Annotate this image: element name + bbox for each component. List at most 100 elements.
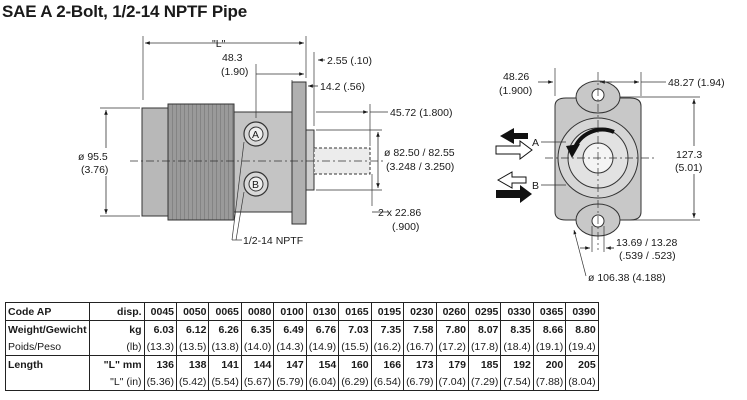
- weight-lb-cell: (13.5): [175, 338, 210, 356]
- weight-kg-cell: 8.80: [565, 320, 599, 338]
- dim-127-3: 127.3: [676, 149, 702, 161]
- length-mm-cell: 192: [500, 355, 534, 373]
- weight-lb-cell: (17.2): [435, 338, 469, 356]
- flow-a-label: A: [532, 137, 539, 149]
- weight-kg-cell: 6.12: [175, 320, 210, 338]
- weight-kg-cell: 6.26: [208, 320, 242, 338]
- housing-cap: [141, 107, 169, 217]
- code-cell: 0295: [467, 302, 502, 321]
- length-in-cell: (6.04): [305, 373, 340, 391]
- table-row-codes: Code AP disp. 0045 0050 0065 0080 0100 0…: [5, 302, 599, 321]
- code-cell: 0230: [403, 302, 437, 321]
- flow-out-b-icon: [496, 185, 532, 203]
- code-cell: 0390: [565, 302, 599, 321]
- dim-95-5-in: (3.76): [81, 164, 108, 176]
- table-row-length-mm: Length "L" mm 136 138 141 144 147 154 16…: [5, 355, 599, 373]
- length-in-cell: (5.67): [240, 373, 275, 391]
- pilot: [305, 129, 315, 191]
- length-mm-cell: 147: [273, 355, 307, 373]
- disp-label: disp.: [88, 302, 145, 321]
- code-cell: 0165: [338, 302, 372, 321]
- length-in-cell: (7.29): [467, 373, 502, 391]
- weight-kg-cell: 7.58: [403, 320, 437, 338]
- poids-unit: (lb): [88, 338, 145, 356]
- table-row-weight-kg: Weight/Gewicht kg 6.03 6.12 6.26 6.35 6.…: [5, 320, 599, 338]
- weight-unit: kg: [88, 320, 145, 338]
- length-label: Length: [5, 355, 90, 373]
- weight-lb-cell: (16.7): [403, 338, 437, 356]
- code-cell: 0045: [143, 302, 178, 321]
- side-view: A B "L" 48.3 (1.90) 2.55 (.10) 14.2 (.56…: [76, 36, 455, 247]
- port-thread-label: 1/2-14 NPTF: [243, 235, 303, 247]
- dim-13-69: 13.69 / 13.28: [616, 237, 677, 249]
- code-cell: 0100: [273, 302, 307, 321]
- dim-106-38: ø 106.38 (4.188): [588, 272, 666, 284]
- weight-kg-cell: 6.35: [240, 320, 275, 338]
- length-mm-cell: 179: [435, 355, 469, 373]
- dim-13-69-in: (.539 / .523): [619, 250, 676, 262]
- length-in-spacer: [5, 373, 90, 391]
- dim-82-50: ø 82.50 / 82.55: [384, 147, 455, 159]
- weight-lb-cell: (19.4): [565, 338, 599, 356]
- weight-kg-cell: 7.80: [435, 320, 469, 338]
- rotation-arrow-icon: [566, 144, 580, 158]
- dim-14-2: 14.2 (.56): [320, 81, 365, 93]
- dim-48-26-in: (1.900): [499, 85, 532, 97]
- port-b-inner: [248, 176, 264, 192]
- weight-kg-cell: 7.03: [338, 320, 372, 338]
- weight-lb-cell: (15.5): [338, 338, 372, 356]
- weight-lb-cell: (18.4): [500, 338, 534, 356]
- spec-table: Code AP disp. 0045 0050 0065 0080 0100 0…: [5, 302, 599, 391]
- weight-lb-cell: (13.3): [143, 338, 178, 356]
- length-mm-cell: 200: [532, 355, 567, 373]
- code-cell: 0365: [532, 302, 567, 321]
- length-mm-cell: 144: [240, 355, 275, 373]
- code-cell: 0065: [208, 302, 242, 321]
- length-mm-cell: 205: [565, 355, 599, 373]
- weight-kg-cell: 6.03: [143, 320, 178, 338]
- dim-48-3: 48.3: [222, 52, 243, 64]
- code-cell: 0260: [435, 302, 469, 321]
- dim-48-27: 48.27 (1.94): [668, 77, 725, 89]
- length-mm-cell: 141: [208, 355, 242, 373]
- length-in-cell: (8.04): [565, 373, 599, 391]
- dim-48-26: 48.26: [503, 71, 529, 83]
- flow-out-a-icon: [500, 128, 528, 144]
- length-in-cell: (5.42): [175, 373, 210, 391]
- table-row-length-in: "L" (in) (5.36) (5.42) (5.54) (5.67) (5.…: [5, 373, 599, 391]
- dim-2x22-86: 2 x 22.86: [378, 207, 421, 219]
- length-in-cell: (6.29): [338, 373, 372, 391]
- length-in-cell: (7.88): [532, 373, 567, 391]
- length-mm-cell: 160: [338, 355, 372, 373]
- dim-2x22-86-in: (.900): [392, 221, 419, 233]
- code-label: Code AP: [5, 302, 90, 321]
- weight-kg-cell: 8.66: [532, 320, 567, 338]
- length-mm-cell: 136: [143, 355, 178, 373]
- length-in-unit: "L" (in): [88, 373, 145, 391]
- flow-in-b-icon: [496, 171, 527, 189]
- dim-L: "L": [212, 38, 226, 50]
- code-cell: 0080: [240, 302, 275, 321]
- dim-2-55: 2.55 (.10): [327, 55, 372, 67]
- code-cell: 0050: [175, 302, 210, 321]
- flow-b-label: B: [532, 180, 539, 192]
- length-in-cell: (7.04): [435, 373, 469, 391]
- dim-82-50-in: (3.248 / 3.250): [386, 161, 454, 173]
- port-a-inner: [248, 126, 264, 142]
- weight-lb-cell: (16.2): [370, 338, 405, 356]
- weight-lb-cell: (14.0): [240, 338, 275, 356]
- weight-lb-cell: (19.1): [532, 338, 567, 356]
- weight-label: Weight/Gewicht: [5, 320, 90, 338]
- weight-lb-cell: (17.8): [467, 338, 502, 356]
- mounting-flange: [291, 81, 307, 225]
- dim-95-5: ø 95.5: [78, 151, 108, 163]
- length-unit: "L" mm: [88, 355, 145, 373]
- weight-lb-cell: (13.8): [208, 338, 242, 356]
- weight-lb-cell: (14.9): [305, 338, 340, 356]
- end-view: A B 48.26 (1.900) 48.27 (1.94) 127.3 (5.…: [495, 68, 725, 284]
- code-cell: 0130: [305, 302, 340, 321]
- weight-kg-cell: 7.35: [370, 320, 405, 338]
- weight-kg-cell: 8.35: [500, 320, 534, 338]
- port-b-label: B: [252, 179, 259, 191]
- technical-drawing: A B "L" 48.3 (1.90) 2.55 (.10) 14.2 (.56…: [76, 36, 725, 284]
